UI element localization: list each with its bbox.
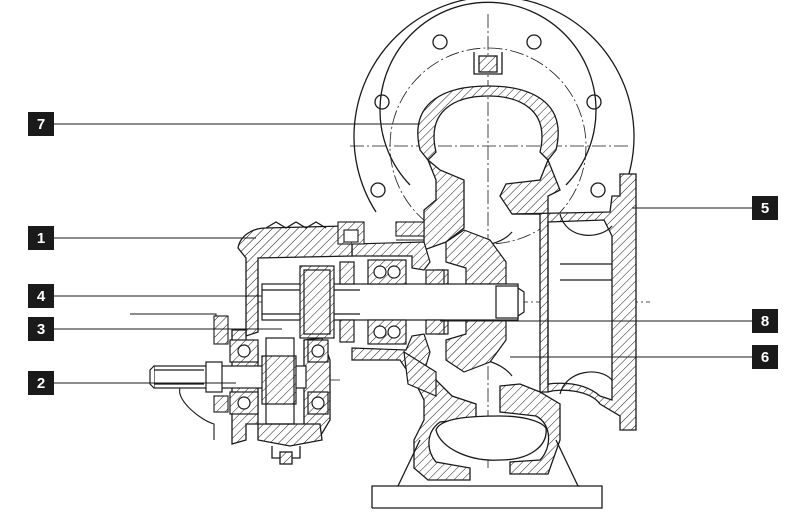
base-feet <box>371 439 603 509</box>
bolt-hole <box>586 94 602 110</box>
pinion-gear <box>299 265 335 339</box>
bolt-hole <box>370 182 386 198</box>
pump-casing <box>412 85 637 481</box>
suction-flange <box>353 0 635 213</box>
volute-internal <box>451 213 613 395</box>
callout-7: 7 <box>28 112 54 136</box>
bolt-hole <box>432 34 448 50</box>
input-shaft <box>149 337 329 425</box>
callout-8: 8 <box>752 309 778 333</box>
callout-1: 1 <box>28 226 54 250</box>
shaft-bearings <box>339 259 445 345</box>
callout-4: 4 <box>28 284 54 308</box>
bolt-hole <box>374 94 390 110</box>
callout-3: 3 <box>28 317 54 341</box>
housing-bolt <box>337 221 425 245</box>
callout-6: 6 <box>752 345 778 369</box>
bearing-housing <box>351 241 437 397</box>
callout-5: 5 <box>752 196 778 220</box>
bolt-hole <box>526 34 542 50</box>
callout-2: 2 <box>28 371 54 395</box>
leader-lines <box>54 123 752 384</box>
shaft-guard <box>130 313 229 440</box>
bolt-hole <box>590 182 606 198</box>
